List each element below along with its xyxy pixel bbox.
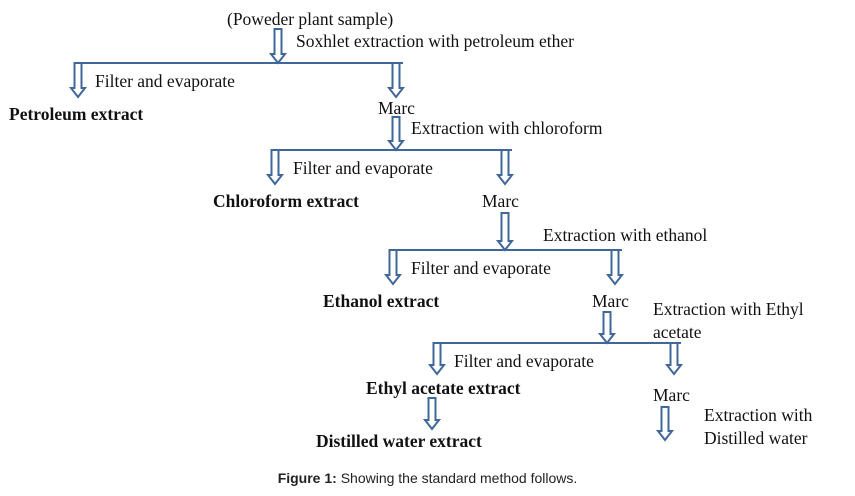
process-label-2: Extraction with chloroform xyxy=(411,118,603,138)
start-sample-label: (Poweder plant sample) xyxy=(227,9,394,29)
branch-label-1: Filter and evaporate xyxy=(95,71,235,91)
extract-label-ethanol: Ethanol extract xyxy=(323,291,440,311)
down-arrow-icon xyxy=(605,249,625,286)
extract-label-ethyl-acetate: Ethyl acetate extract xyxy=(366,378,521,398)
down-arrow-icon xyxy=(597,311,617,345)
branch-label-2: Filter and evaporate xyxy=(293,158,433,178)
figure-caption: Figure 1: Showing the standard method fo… xyxy=(0,470,855,486)
extract-label-chloroform: Chloroform extract xyxy=(213,191,359,211)
down-arrow-icon xyxy=(655,406,675,442)
process-label-5-line2: Distilled water xyxy=(704,428,808,448)
down-arrow-icon xyxy=(495,149,515,186)
down-arrow-icon xyxy=(495,212,515,252)
marc-label-1: Marc xyxy=(378,98,415,118)
marc-label-3: Marc xyxy=(592,291,629,311)
down-arrow-icon xyxy=(427,342,447,376)
extract-label-distilled-water: Distilled water extract xyxy=(316,431,482,451)
down-arrow-icon xyxy=(664,342,684,376)
process-label-3: Extraction with ethanol xyxy=(543,225,708,245)
caption-text: Showing the standard method follows. xyxy=(336,470,578,486)
down-arrow-icon xyxy=(386,116,406,152)
branch-label-4: Filter and evaporate xyxy=(454,351,594,371)
process-label-4-line1: Extraction with Ethyl xyxy=(653,299,804,319)
marc-label-4: Marc xyxy=(653,385,690,405)
extract-label-petroleum: Petroleum extract xyxy=(9,104,144,124)
down-arrow-icon xyxy=(268,28,288,65)
process-label-1: Soxhlet extraction with petroleum ether xyxy=(296,31,574,51)
down-arrow-icon xyxy=(422,397,442,431)
down-arrow-icon xyxy=(383,249,403,286)
down-arrow-icon xyxy=(68,62,88,99)
process-label-5-line1: Extraction with xyxy=(704,405,813,425)
down-arrow-icon xyxy=(386,62,406,99)
branch-label-3: Filter and evaporate xyxy=(411,258,551,278)
caption-label: Figure 1: xyxy=(277,470,337,486)
marc-label-2: Marc xyxy=(482,191,519,211)
down-arrow-icon xyxy=(265,149,285,186)
process-label-4-line2: acetate xyxy=(653,322,702,342)
